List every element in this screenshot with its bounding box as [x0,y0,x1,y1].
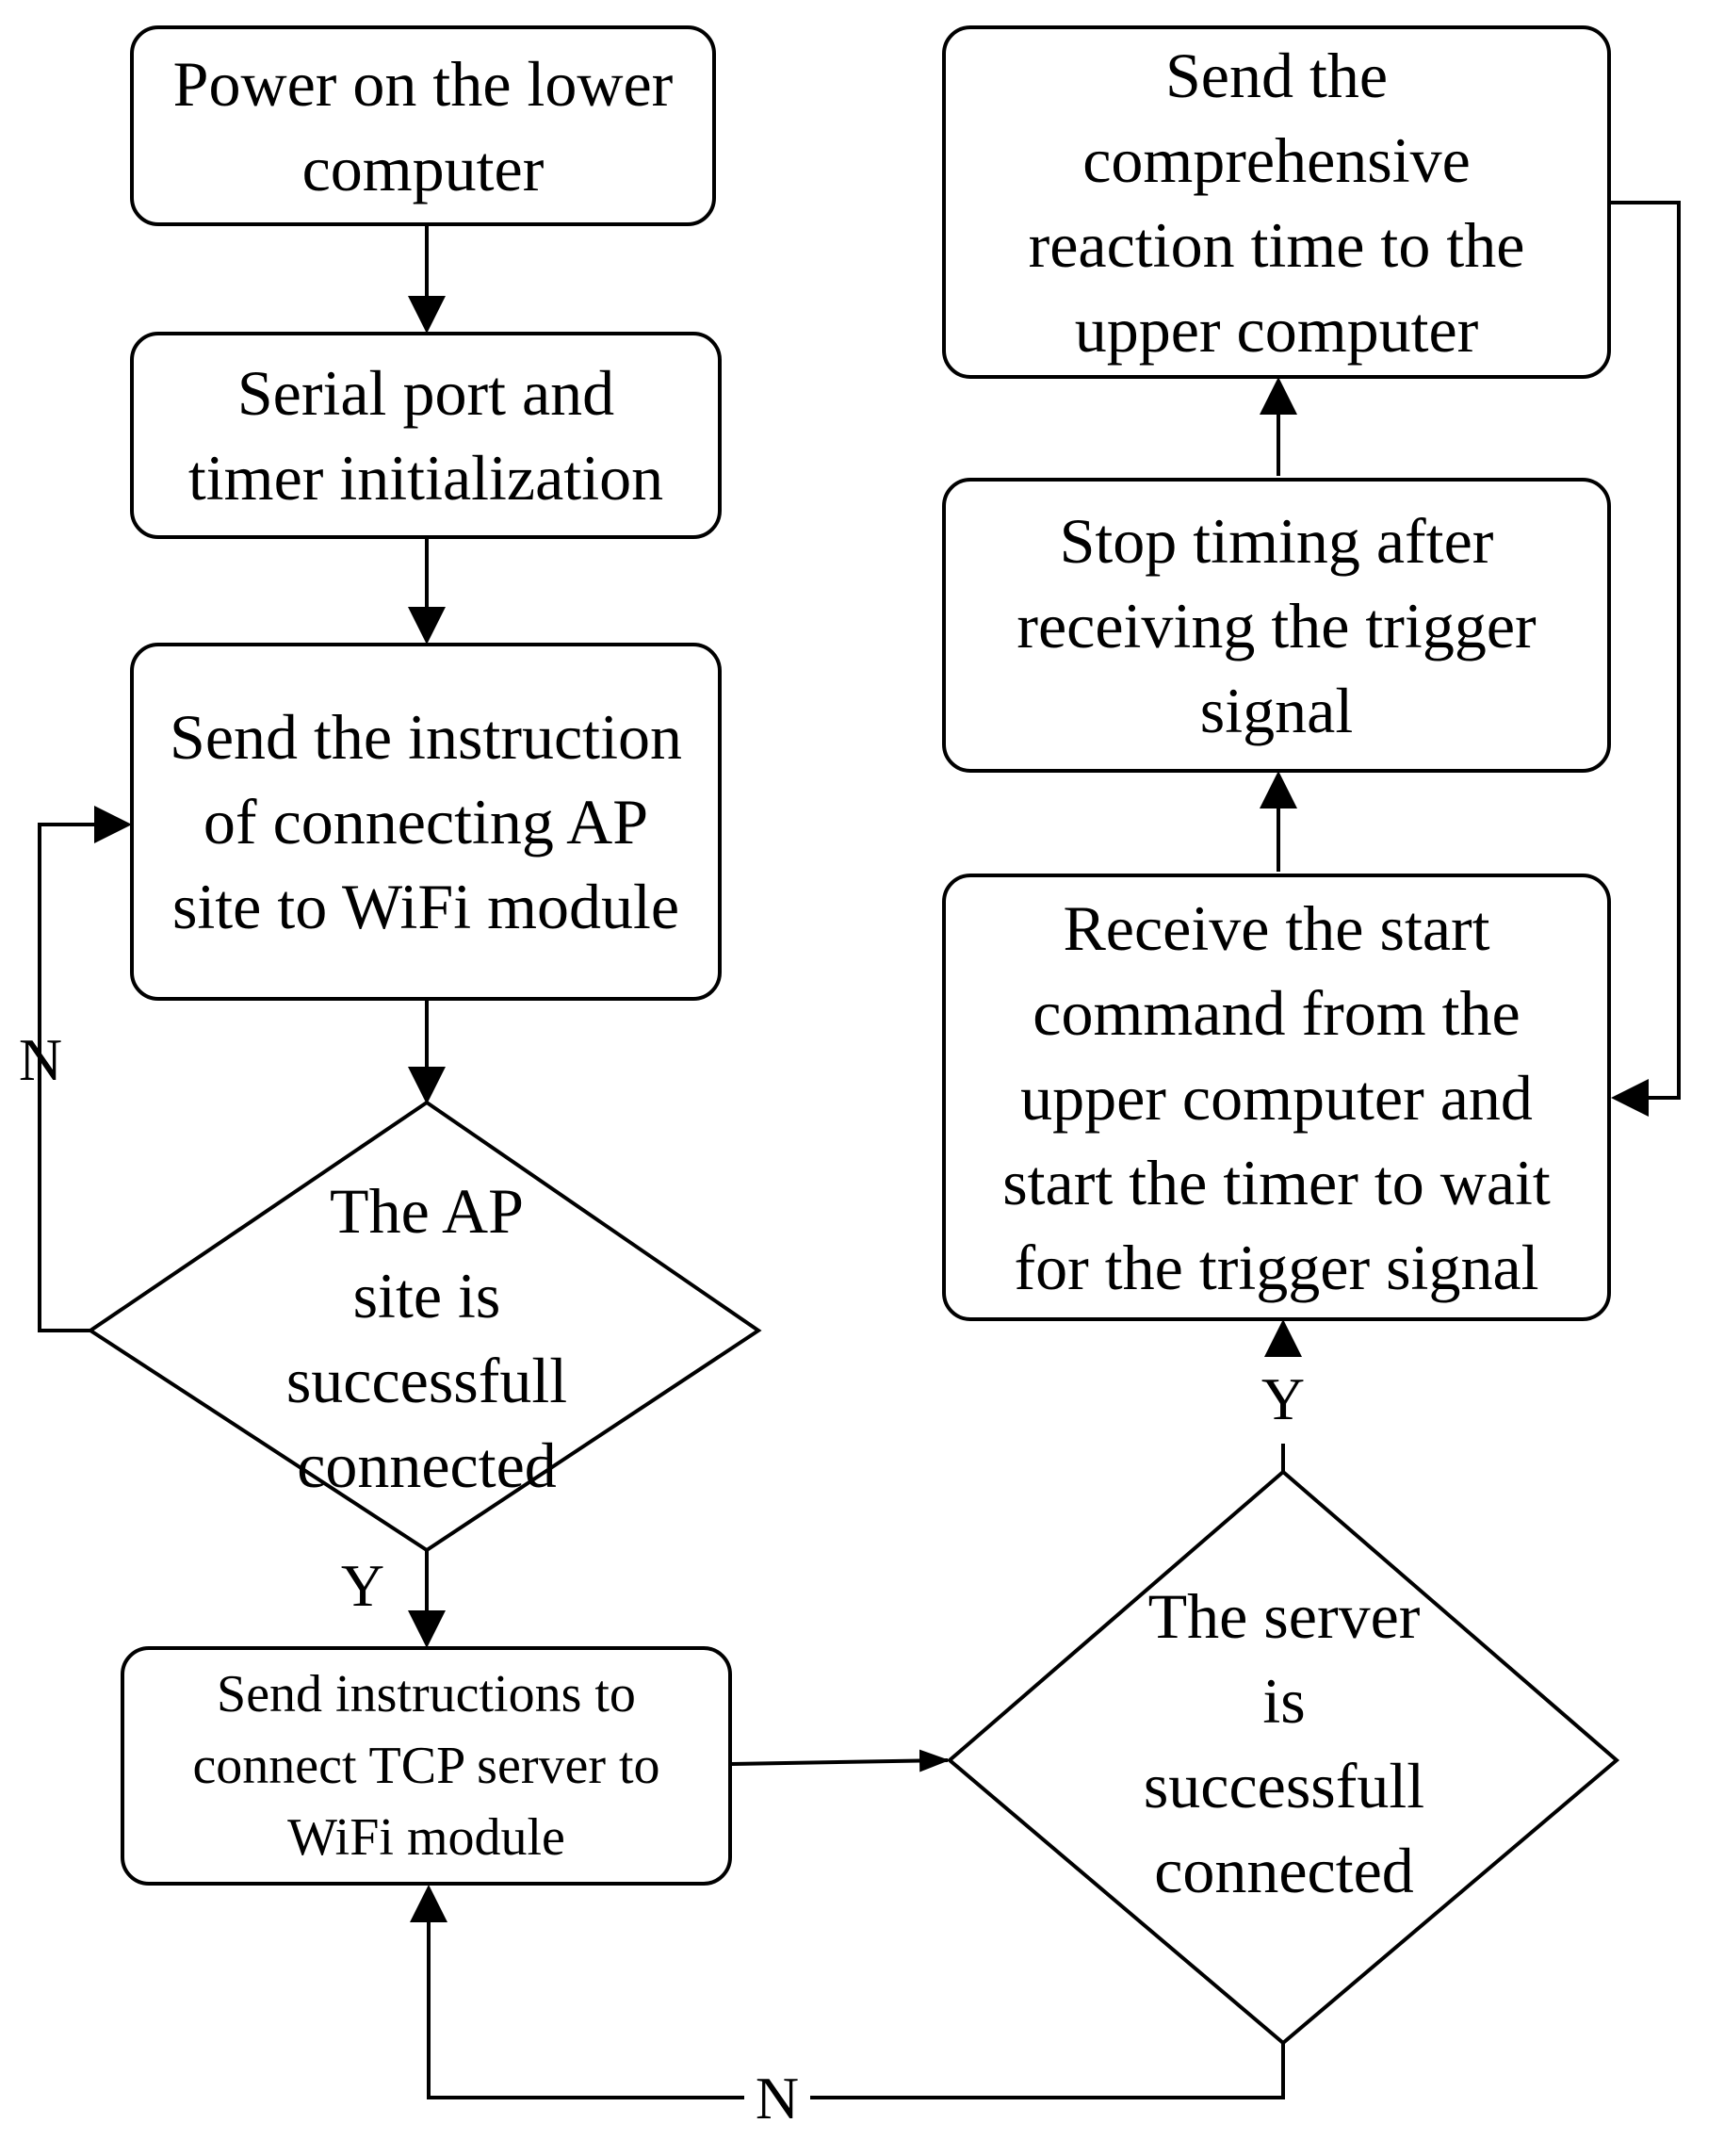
box-send-reaction-line-3: reaction time to the [1028,208,1525,281]
decision-ap-line-1: The AP [330,1175,524,1247]
box-send-reaction-line-2: comprehensive [1082,123,1471,196]
decision-ap-text: The AP site is successfull connected [188,1159,665,1517]
decision-server-line-3: successfull [1143,1750,1425,1821]
box-send-tcp-line-3: WiFi module [287,1808,565,1867]
decision-ap-line-3: successfull [285,1345,568,1416]
label-ap-no: N [18,1026,63,1093]
box-stop-timing: Stop timing after receiving the trigger … [942,478,1611,773]
label-server-no: N [744,2068,810,2129]
box-receive-start: Receive the start command from the upper… [942,874,1611,1321]
box-send-ap-line-3: site to WiFi module [171,871,680,942]
decision-server-text: The server is successfull connected [1046,1564,1522,1922]
box-receive-start-line-1: Receive the start [1063,891,1490,964]
box-send-tcp-line-2: connect TCP server to [192,1737,660,1795]
box-stop-timing-line-2: receiving the trigger [1017,589,1537,662]
box-send-tcp: Send instructions to connect TCP server … [121,1646,732,1886]
box-power-on-line-1: Power on the lower [172,47,674,120]
arrow-server-no-loop [410,1885,1285,2099]
box-stop-timing-line-3: signal [1199,674,1354,746]
box-send-reaction: Send the comprehensive reaction time to … [942,25,1611,379]
box-send-tcp-line-1: Send instructions to [217,1665,636,1723]
box-serial-init-line-1: Serial port and [236,357,615,429]
arrow-ap-no-loop [38,806,132,1332]
box-power-on-line-2: computer [301,132,545,204]
box-send-reaction-line-1: Send the [1164,39,1389,111]
box-receive-start-line-4: start the timer to wait [1002,1146,1551,1218]
decision-server-line-2: is [1262,1665,1306,1737]
box-receive-start-line-3: upper computer and [1020,1061,1533,1134]
arrow-tcp-to-server-decision [731,1749,950,1772]
label-ap-yes: Y [340,1552,385,1619]
box-receive-start-line-5: for the trigger signal [1014,1231,1539,1303]
box-power-on: Power on the lower computer [130,25,716,226]
box-send-reaction-line-4: upper computer [1074,293,1479,366]
decision-ap-line-4: connected [297,1429,557,1501]
box-receive-start-line-2: command from the [1033,976,1521,1049]
decision-server-line-4: connected [1154,1835,1414,1906]
decision-server-line-1: The server [1147,1580,1421,1652]
box-serial-init: Serial port and timer initialization [130,332,722,539]
box-send-ap-line-1: Send the instruction [170,701,682,773]
box-serial-init-line-2: timer initialization [187,442,664,514]
box-send-ap: Send the instruction of connecting AP si… [130,643,722,1001]
box-send-ap-line-2: of connecting AP [203,786,649,858]
box-stop-timing-line-1: Stop timing after [1059,504,1494,577]
decision-ap-line-2: site is [352,1260,501,1331]
label-server-yes: Y [1260,1365,1306,1432]
arrow-reaction-loop [1611,201,1681,1117]
